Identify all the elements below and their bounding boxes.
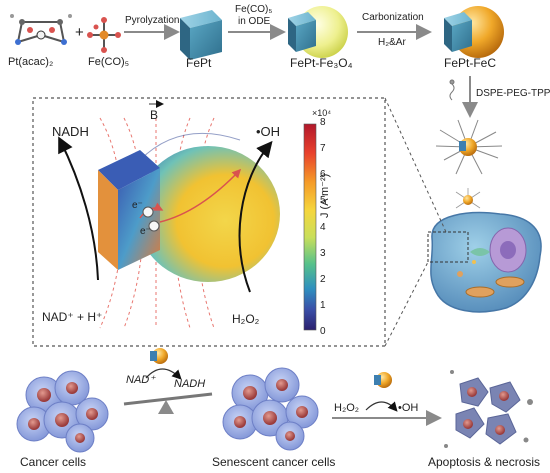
bottom-oh-label: •OH (398, 402, 419, 414)
colorbar-ticks: 8 7 6 5 4 3 2 1 0 (320, 117, 334, 337)
zoom-panel-border (32, 97, 386, 347)
electron-1-icon (142, 206, 154, 218)
stage-senescent-cells-label: Senescent cancer cells (212, 455, 336, 469)
colorbar-tick: 3 (320, 247, 326, 259)
senescent-cells-cluster-icon (222, 367, 319, 451)
plus-sign: + (75, 24, 84, 41)
h2o2-label: H₂O₂ (232, 312, 260, 326)
colorbar-tick: 0 (320, 326, 326, 337)
step-fe-co5-label: Fe(CO)₅ (235, 4, 273, 15)
coated-nanoparticle-icon (435, 119, 503, 175)
cancer-cell-cross-section (427, 211, 542, 313)
electron-path-2 (159, 168, 242, 223)
arrow-nad-to-nadh (58, 136, 99, 281)
magnetic-field-label: B (150, 108, 159, 122)
colorbar-tick: 8 (320, 117, 326, 128)
bottom-h2o2-label: H₂O₂ (334, 402, 360, 414)
nadh-label: NADH (52, 124, 89, 139)
electron-2-icon (148, 220, 160, 232)
hydroxyl-radical-label: •OH (256, 124, 281, 139)
arrow-nad-nadh-bottom (145, 368, 182, 380)
electron-label-2: e⁻ (140, 226, 151, 237)
stage-cancer-cells-label: Cancer cells (20, 455, 87, 469)
colorbar-multiplier: ×10⁴ (312, 108, 332, 118)
colorbar-tick: 7 (320, 143, 326, 155)
bottom-nadh-label: NADH (174, 378, 206, 390)
small-nanoparticle-icon (455, 188, 481, 209)
zoom-line-top (384, 97, 447, 233)
fept-fe3o4-particle-icon (288, 6, 348, 58)
apoptotic-cells-cluster-icon (444, 370, 533, 448)
product-fept-label: FePt (186, 56, 212, 70)
colorbar-tick: 6 (320, 169, 326, 181)
fept-fec-magnified-icon (98, 132, 280, 282)
step-pyrolyzation-label: Pyrolyzation (125, 15, 180, 26)
zoom-line-bottom (384, 261, 429, 347)
reagent-pt-acac2-label: Pt(acac)₂ (8, 56, 54, 68)
arrow-h2o2-oh-bottom (365, 401, 398, 412)
bottom-particle-1-icon (150, 348, 168, 364)
electron-label-1: e⁻ (132, 200, 143, 211)
peg-molecule-icon (449, 79, 455, 101)
reagent-fe-co5-label: Fe(CO)₅ (88, 56, 130, 68)
fept-cube-icon (180, 10, 222, 60)
bottom-nad-label: NAD⁺ (126, 374, 156, 386)
pt-acac2-molecule-icon (10, 14, 72, 45)
nad-label: NAD⁺ + H⁺ (42, 310, 103, 324)
product-fept-fec-label: FePt-FeC (444, 56, 497, 70)
colorbar (303, 123, 317, 331)
colorbar-axis-label: J (A m⁻²) (319, 173, 331, 218)
step-in-ode-label: in ODE (238, 16, 271, 27)
cancer-cells-cluster-icon (16, 370, 109, 453)
colorbar-tick: 4 (320, 221, 326, 233)
bottom-particle-2-icon (374, 372, 392, 388)
seesaw-icon (123, 392, 213, 414)
colorbar-tick: 5 (320, 195, 326, 207)
colorbar-tick: 1 (320, 299, 326, 311)
fept-fec-particle-icon (444, 6, 504, 58)
step-gas-label: H₂&Ar (378, 37, 406, 48)
colorbar-tick: 2 (320, 273, 326, 285)
product-fept-fe3o4-label: FePt-Fe₃O₄ (290, 56, 353, 70)
arrow-h2o2-to-oh (238, 140, 273, 293)
stage-apoptosis-label: Apoptosis & necrosis (428, 455, 541, 469)
step-carbonization-label: Carbonization (362, 12, 424, 23)
coating-dspe-peg-tpp-label: DSPE-PEG-TPP (476, 88, 550, 99)
fe-co5-molecule-icon (87, 17, 121, 53)
